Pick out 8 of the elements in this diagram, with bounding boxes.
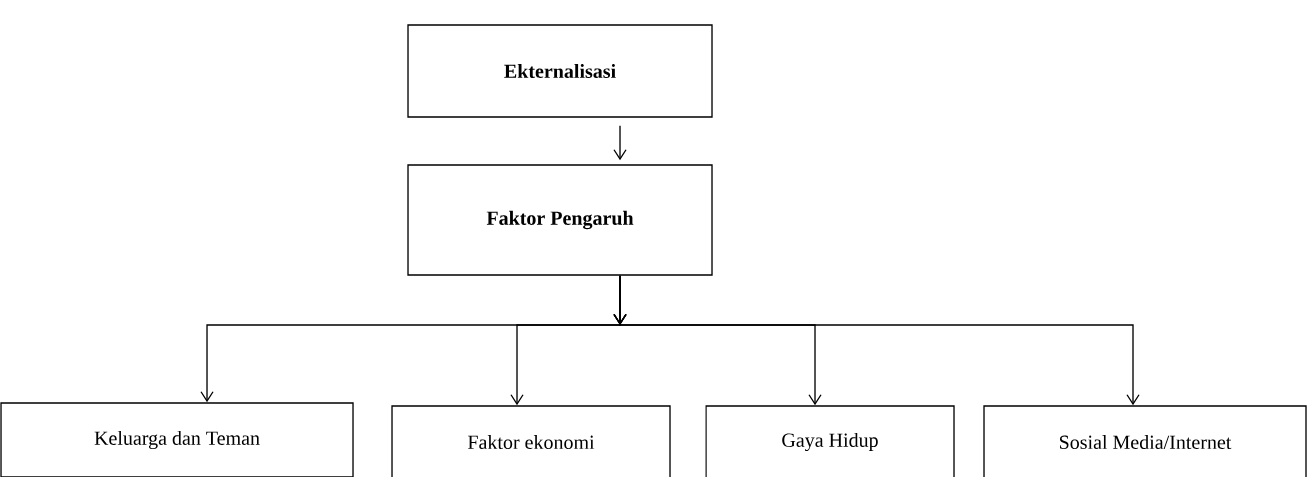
factor-box: Gaya Hidup (705, 405, 955, 477)
heading-box: Ekternalisasi (407, 24, 713, 118)
factor-box: Faktor ekonomi (391, 405, 671, 477)
arrow (613, 275, 1140, 406)
arrow (613, 125, 627, 161)
heading-box: Faktor Pengaruh (407, 164, 713, 276)
factor-box: Keluarga dan Teman (0, 402, 354, 477)
factor-box: Sosial Media/Internet (983, 405, 1307, 477)
